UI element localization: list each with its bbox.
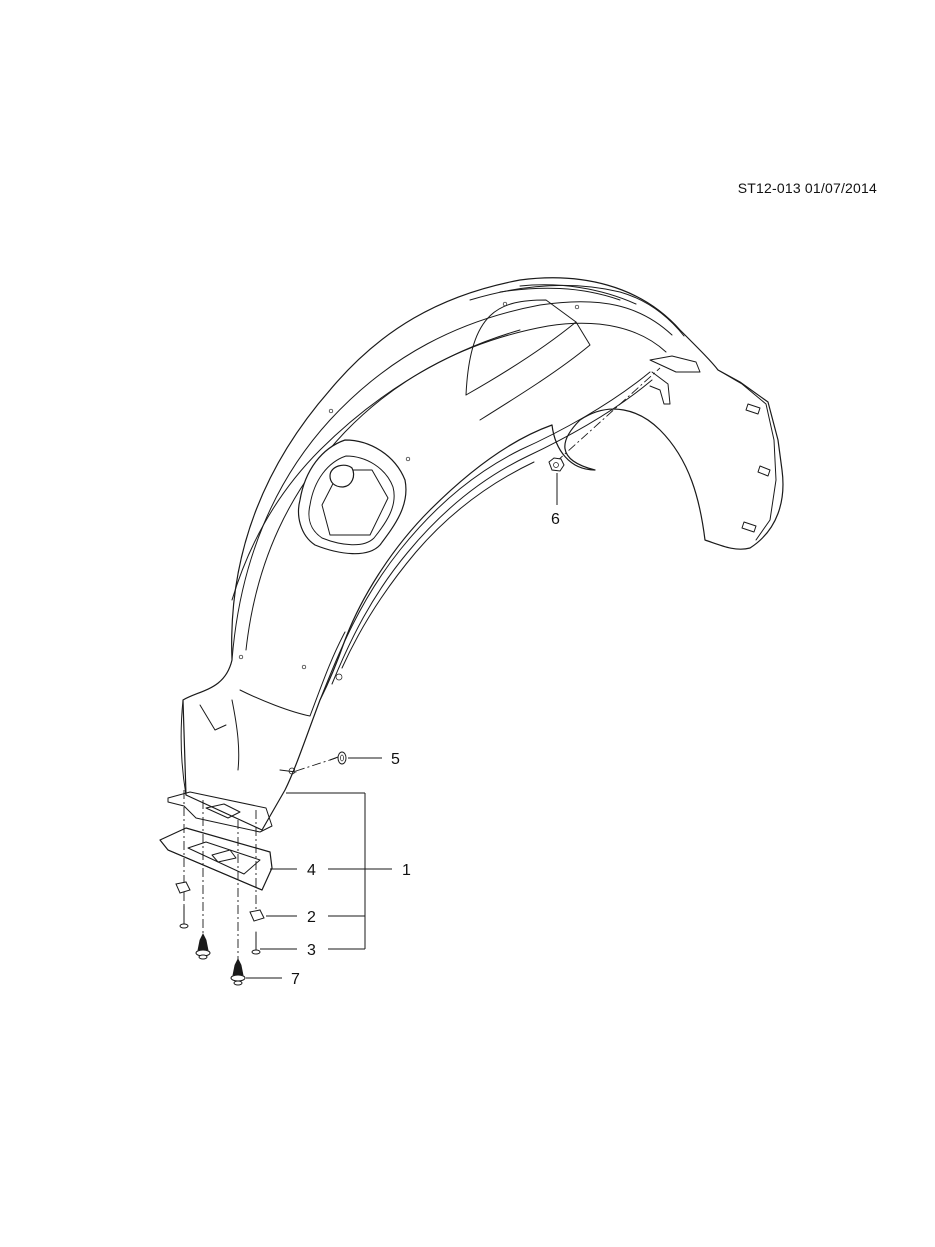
push-clips-part-7 [195, 933, 246, 986]
screws-part-3 [179, 905, 261, 955]
callout-1: 1 [402, 862, 411, 879]
wheelhouse-liner-part [167, 277, 784, 833]
diagram-reference-code: ST12-013 01/07/2014 [737, 180, 877, 196]
speed-nut-part-2 [175, 881, 265, 922]
assembly-lines [183, 367, 661, 965]
callout-5: 5 [391, 751, 400, 768]
callout-3: 3 [307, 942, 316, 959]
nut-part-6 [548, 457, 565, 472]
screw-part-5 [329, 751, 347, 765]
callout-6: 6 [551, 511, 560, 528]
splash-shield-part [159, 827, 273, 891]
leader-lines [246, 473, 558, 979]
callout-4: 4 [307, 862, 316, 879]
callout-7: 7 [291, 971, 300, 988]
callout-2: 2 [307, 909, 316, 926]
